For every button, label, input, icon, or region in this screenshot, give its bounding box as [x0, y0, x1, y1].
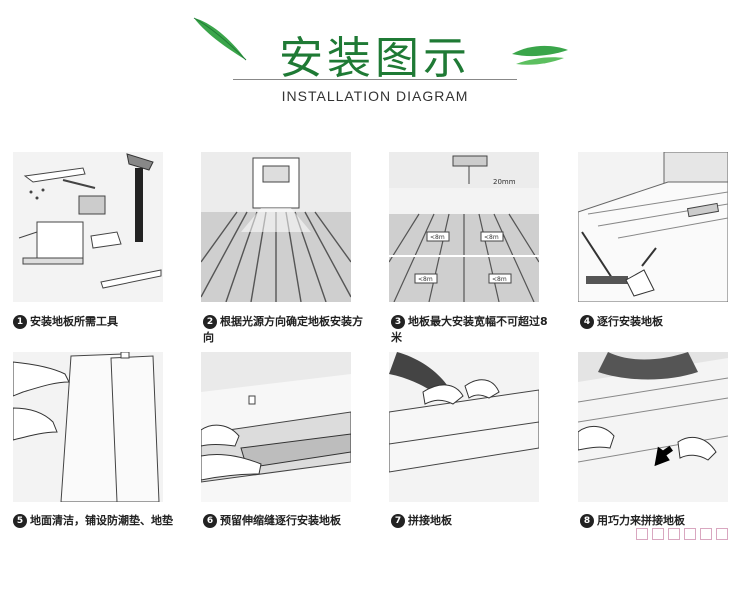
placeholder-box: [668, 528, 680, 540]
step-number-badge: 2: [203, 315, 217, 329]
step-2-image: [201, 152, 351, 302]
page-title: 安装图示: [279, 33, 471, 84]
step-number-badge: 4: [580, 315, 594, 329]
step-8-image: [578, 352, 728, 502]
step-number-badge: 6: [203, 514, 217, 528]
step-1-image: [13, 152, 163, 302]
step-number-badge: 3: [391, 315, 405, 329]
step-number-badge: 5: [13, 514, 27, 528]
placeholder-box: [684, 528, 696, 540]
step-number-badge: 8: [580, 514, 594, 528]
step-5-image: [13, 352, 163, 502]
placeholder-box: [636, 528, 648, 540]
width-label-a: <8m: [430, 234, 445, 241]
width-label-b: <8m: [484, 234, 499, 241]
placeholder-glyphs: [636, 528, 728, 540]
title-divider: [233, 79, 517, 80]
placeholder-box: [716, 528, 728, 540]
step-number-badge: 1: [13, 315, 27, 329]
step-7-image: [389, 352, 539, 502]
step-6-image: [201, 352, 351, 502]
header: 安装图示 INSTALLATION DIAGRAM: [0, 0, 750, 120]
placeholder-box: [652, 528, 664, 540]
bamboo-leaf-icon: [193, 17, 247, 61]
placeholder-box: [700, 528, 712, 540]
gap-label: 20mm: [493, 178, 516, 186]
width-label-c: <8m: [418, 276, 433, 283]
step-4-image: [578, 152, 728, 302]
step-number-badge: 7: [391, 514, 405, 528]
width-label-d: <8m: [492, 276, 507, 283]
step-3-image: 20mm <8m <8m <8m <8m: [389, 152, 539, 302]
bamboo-leaf-icon: [512, 45, 568, 65]
page-subtitle: INSTALLATION DIAGRAM: [281, 88, 469, 104]
